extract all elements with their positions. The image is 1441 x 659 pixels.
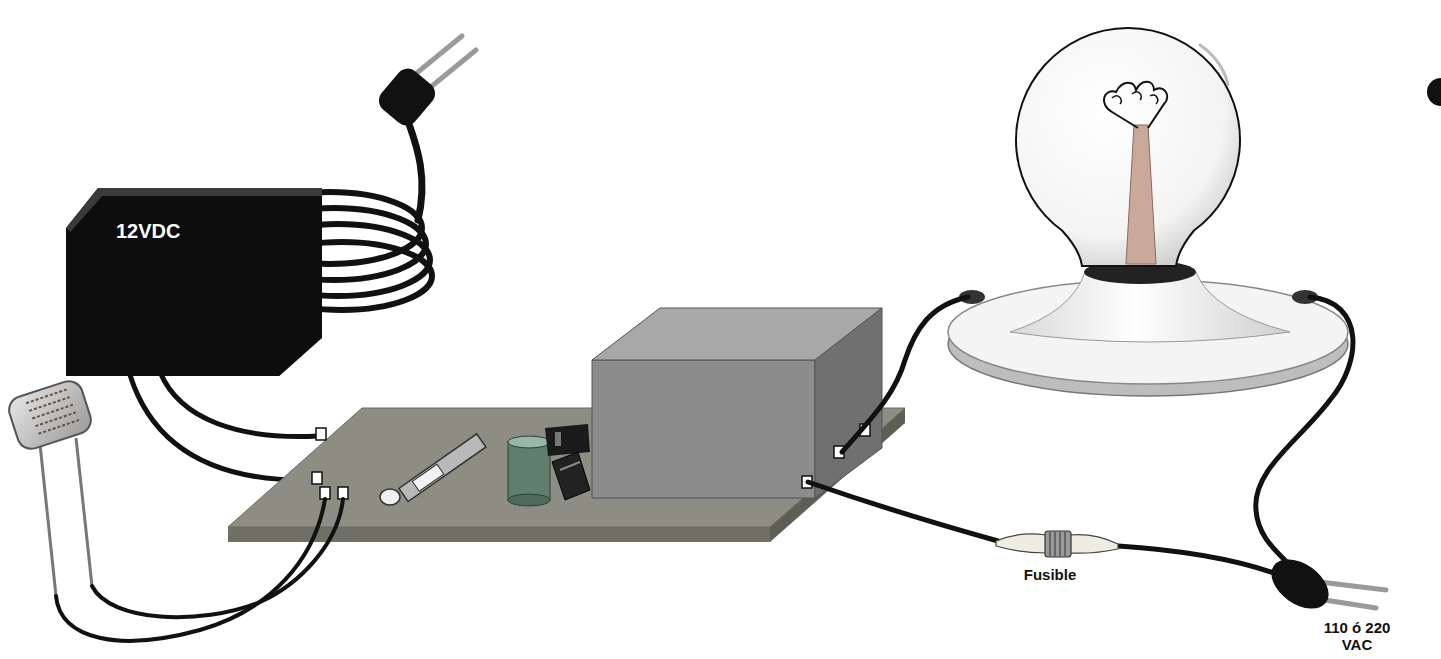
voltage-label: 110 ó 220 VAC: [1322, 619, 1392, 654]
transistor-body: [552, 452, 590, 500]
plug-prong: [432, 50, 476, 86]
wire: [1118, 546, 1282, 576]
plug-body: [1262, 549, 1337, 618]
solder-pads: [312, 424, 870, 499]
adapter-body: [66, 188, 322, 376]
wire: [808, 482, 998, 541]
capacitor-base: [508, 494, 550, 506]
capacitor-top: [508, 436, 550, 448]
capacitor: [508, 436, 550, 506]
adapter-box: 12VDC: [66, 188, 322, 376]
cord: [405, 112, 422, 220]
wire: [1256, 297, 1353, 566]
bulb-glass: [1016, 28, 1240, 266]
relay: [592, 308, 882, 498]
filament-coil: [1112, 92, 1158, 104]
wire: [56, 499, 325, 641]
light-bulb: [1016, 28, 1240, 266]
pad: [312, 472, 322, 484]
fuse: [996, 531, 1118, 557]
fuse-glass: [1070, 535, 1118, 553]
ldr-leg: [76, 438, 92, 586]
fuse-glass: [996, 534, 1046, 553]
ldr-body: [6, 378, 95, 453]
filament-stem: [1126, 125, 1156, 264]
fuse-label: Fusible: [995, 566, 1105, 583]
ldr-track: [25, 388, 80, 435]
adapter-highlight: [66, 188, 322, 232]
wire: [92, 499, 343, 617]
glass-highlight: [1200, 45, 1228, 85]
filament: [1104, 82, 1167, 128]
transistor-pin: [555, 432, 561, 446]
fuse-holder: [1045, 531, 1071, 557]
transistor-body: [545, 424, 590, 456]
adapter-label: 12VDC: [116, 220, 322, 243]
transistor: [545, 424, 590, 500]
page-mark: [1427, 78, 1441, 106]
wire: [130, 375, 316, 480]
plug-body: [374, 64, 440, 131]
wire: [842, 297, 968, 452]
ldr-leg: [40, 444, 56, 596]
pad: [316, 428, 326, 440]
wall-plug: [374, 36, 476, 130]
relay-front: [592, 360, 815, 498]
adapter-shape: [66, 188, 322, 376]
capacitor-body: [508, 442, 550, 500]
fuse-knurl: [1050, 532, 1065, 556]
plug-prong: [1320, 582, 1386, 590]
photoresistor: [6, 378, 95, 596]
diode-end: [380, 489, 400, 505]
diode-body: [399, 434, 486, 502]
lamp-holder: [948, 260, 1348, 396]
wire: [160, 372, 318, 436]
board-edge: [228, 527, 770, 542]
mains-plug: [1262, 549, 1386, 618]
relay-side: [815, 308, 882, 498]
transistor-highlight: [560, 462, 580, 470]
diode: [380, 434, 486, 505]
resistor-symbol: [412, 464, 443, 491]
